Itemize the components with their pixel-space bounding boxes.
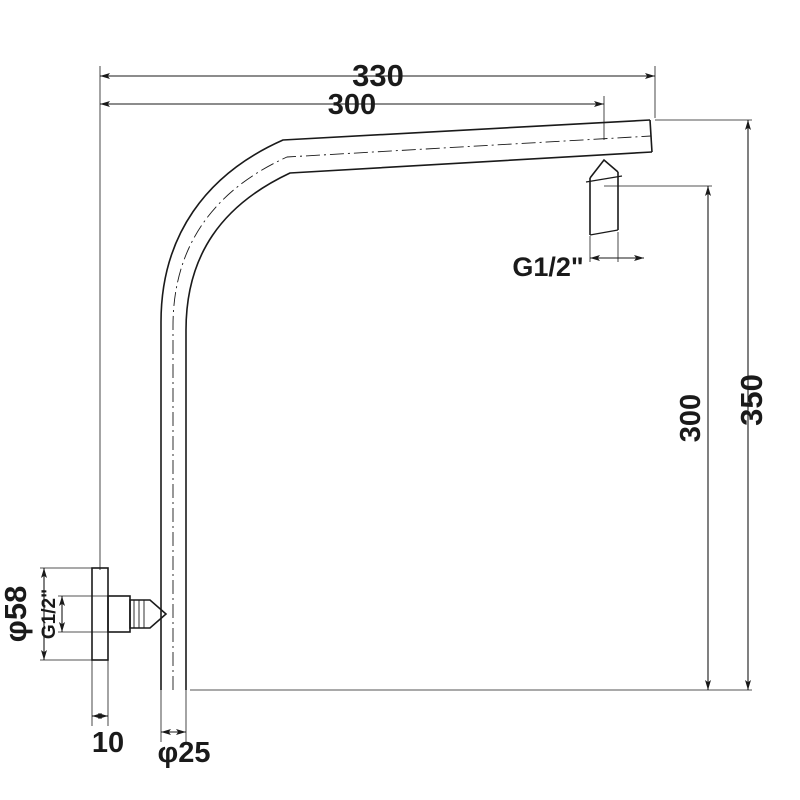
dimension-lines (41, 73, 751, 735)
dim-label-flange-diameter: φ58 (0, 586, 33, 643)
arm-outer-profile (160, 119, 651, 690)
arm-inner-profile (185, 151, 653, 690)
wall-flange-assembly (91, 567, 168, 661)
dim-label-overall-length: 330 (352, 58, 404, 93)
dim-label-effective-length: 300 (328, 89, 376, 121)
outlet-nipple-shoulder (585, 175, 623, 183)
inlet-thread-hatch (133, 600, 145, 628)
dim-label-effective-height: 300 (675, 394, 707, 442)
dim-label-flange-depth: 10 (92, 727, 124, 759)
dim-label-outlet-thread: G1/2" (512, 252, 583, 282)
outlet-nipple (585, 158, 623, 236)
shower-arm-body (160, 119, 653, 690)
outlet-nipple-cone (589, 158, 619, 179)
dim-label-overall-height: 350 (734, 374, 769, 426)
outlet-nipple-end (589, 229, 619, 236)
inlet-thread-cone (129, 599, 168, 629)
dim-label-inlet-thread: G1/2" (39, 589, 60, 639)
wall-flange-plate (91, 567, 109, 661)
arm-center-line (172, 135, 652, 690)
inlet-body (107, 595, 131, 633)
dim-label-tube-diameter: φ25 (157, 737, 210, 769)
